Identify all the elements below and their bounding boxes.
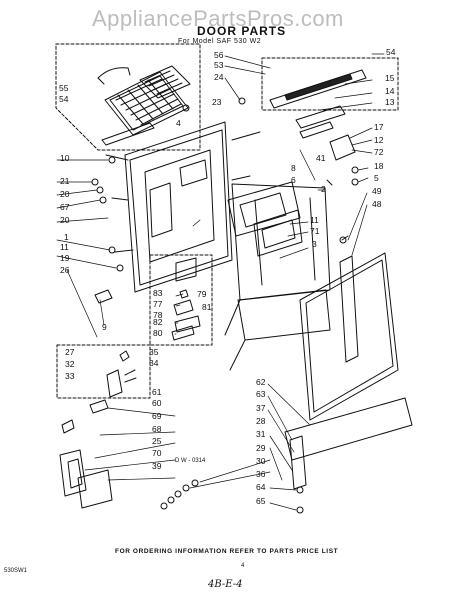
callout-49: 49 [372,186,382,196]
callout-32: 32 [65,359,75,369]
detergent-dispenser [227,181,303,257]
watermark: AppliancePartsPros.com [92,6,344,31]
callout-8: 8 [291,163,296,173]
callout-20-lower: 20 [60,215,70,225]
callout-62: 62 [256,377,266,387]
callout-11-left: 11 [60,242,69,252]
callout-27: 27 [65,347,75,357]
callout-4-top: 4 [176,118,181,128]
callout-18: 18 [374,161,384,171]
callout-10: 10 [60,153,70,163]
callout-12: 12 [374,135,384,145]
lower-left-parts [59,419,113,509]
drawing-code: D W - 0314 [175,458,206,464]
inset-box-latch-kit [149,254,213,346]
callout-23: 23 [212,97,222,107]
callout-81: 81 [202,302,212,312]
hinge-kit-parts [89,350,137,414]
callout-65: 65 [256,496,266,506]
callout-21: 21 [60,176,70,186]
callout-33: 33 [65,371,75,381]
leader-lines [56,53,385,511]
callout-9: 9 [102,322,107,332]
callout-37: 37 [256,403,266,413]
callout-60: 60 [152,398,162,408]
callout-64: 64 [256,482,266,492]
page-number: 4 [241,563,245,569]
callout-1: 1 [64,232,69,242]
callout-78: 78 [153,310,163,320]
callout-71: 71 [310,226,320,236]
callout-80: 80 [153,328,163,338]
inset-box-handle [261,57,399,111]
callout-70: 70 [152,448,162,458]
callout-82: 82 [153,317,163,327]
callout-35: 35 [149,347,159,357]
callout-41: 41 [316,153,326,163]
callout-3: 3 [312,239,317,249]
callout-34: 34 [149,358,159,368]
callout-17: 17 [374,122,384,132]
inset-box-vent [55,43,201,151]
footer-note: FOR ORDERING INFORMATION REFER TO PARTS … [115,548,339,555]
callout-6: 6 [291,175,296,185]
callout-29: 29 [256,443,266,453]
door-handle [269,69,367,139]
callout-31: 31 [256,429,266,439]
callout-28: 28 [256,416,266,426]
callout-39: 39 [152,461,162,471]
side-trims [326,179,359,363]
callout-77: 77 [153,299,163,309]
callout-55: 55 [59,83,69,93]
callout-11: 11 [310,215,319,225]
callout-54: 54 [386,47,396,57]
callout-67: 67 [60,202,70,212]
callout-63: 63 [256,389,266,399]
inner-door-panel [105,121,261,293]
callout-36: 36 [256,469,266,479]
callout-26: 26 [60,265,70,275]
callout-2: 2 [321,184,326,194]
callout-68: 68 [152,424,162,434]
callout-25: 25 [152,436,162,446]
inset-box-hinge-kit [56,344,151,399]
callout-69: 69 [152,411,162,421]
callout-30: 30 [256,456,266,466]
callout-24: 24 [214,72,224,82]
left-code: 530SW1 [4,568,28,574]
callout-48: 48 [372,199,382,209]
vent-grille [97,65,191,146]
handwritten-note: 4B-E-4 [208,579,243,590]
callout-5: 5 [374,173,379,183]
toe-kick-panel [284,397,413,490]
door-frame [224,183,331,371]
callout-14: 14 [385,86,395,96]
page-title: DOOR PARTS [197,24,287,38]
latch-kit-parts [171,257,201,341]
callout-53: 53 [214,60,224,70]
callout-19: 19 [60,253,70,263]
callout-72: 72 [374,147,384,157]
callout-20: 20 [60,189,70,199]
callout-54-vent: 54 [59,94,69,104]
callout-61: 61 [152,387,162,397]
callout-15: 15 [385,73,395,83]
callout-56: 56 [214,50,224,60]
model-label: For Model SAF 530 W2 [178,38,262,45]
callout-83: 83 [153,288,163,298]
callout-13: 13 [385,97,395,107]
callout-79: 79 [197,289,207,299]
outer-door-panel [299,252,399,421]
